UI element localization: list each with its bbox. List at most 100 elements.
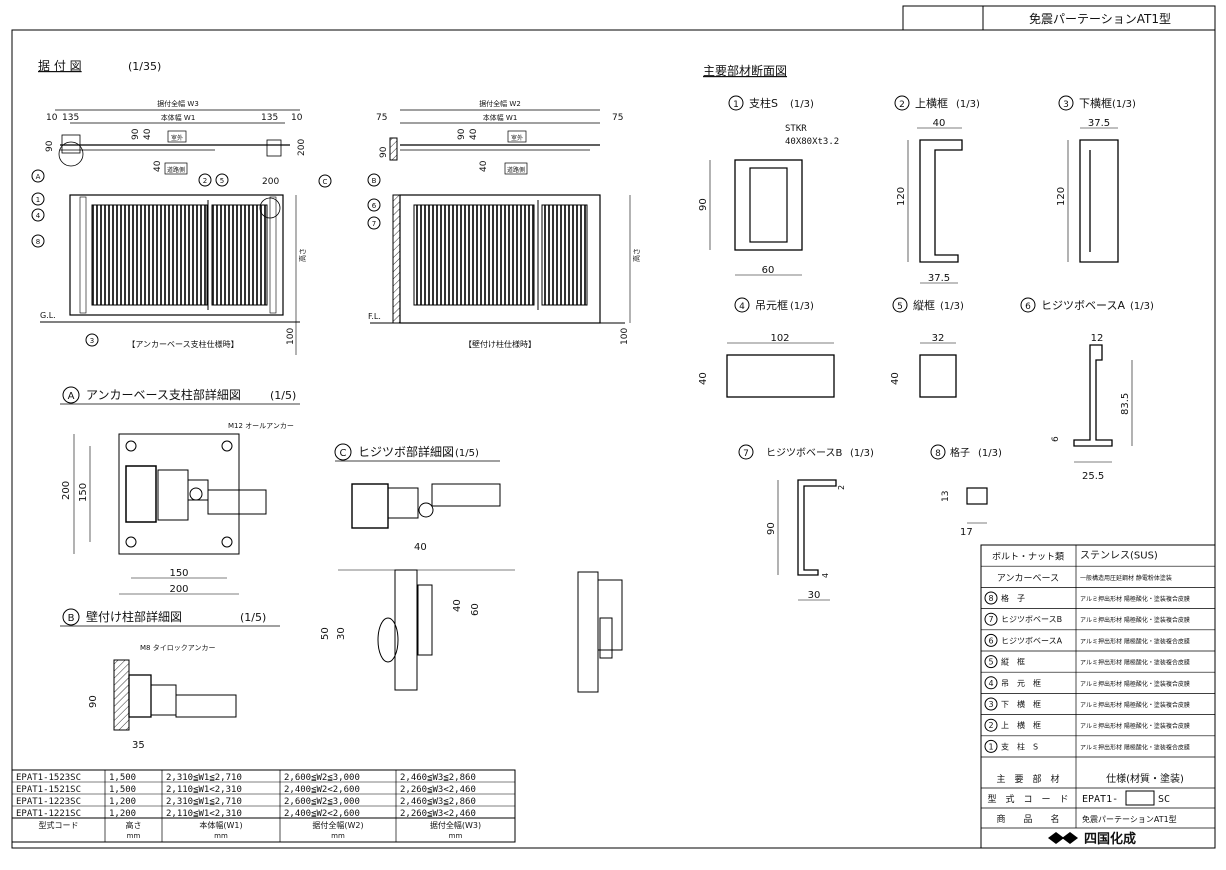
model-header: 据付全幅(W3) (430, 820, 481, 830)
svg-text:90: 90 (379, 146, 389, 158)
model-cell: EPAT1-1223SC (16, 797, 81, 807)
svg-text:2: 2 (203, 177, 207, 185)
svg-text:90: 90 (766, 522, 777, 535)
spec-part: ボルト・ナット類 (992, 552, 1064, 563)
svg-text:C: C (323, 178, 328, 186)
spec-value: 一般構造用圧延鋼材 静電粉体塗装 (1080, 574, 1172, 582)
svg-text:25.5: 25.5 (1082, 471, 1104, 482)
svg-text:90: 90 (131, 128, 141, 140)
svg-text:(1/35): (1/35) (128, 60, 161, 73)
model-cell: 1,500 (109, 785, 136, 795)
svg-text:135: 135 (62, 113, 79, 123)
svg-text:75: 75 (376, 113, 387, 123)
model-cell: 2,460≦W3≦2,860 (400, 773, 476, 783)
svg-text:4: 4 (36, 212, 41, 220)
svg-text:200: 200 (297, 139, 307, 156)
svg-text:2: 2 (837, 485, 846, 490)
spec-value: アルミ押出形材 陽極酸化・塗装複合皮膜 (1080, 595, 1190, 603)
svg-text:6: 6 (1025, 302, 1031, 312)
svg-text:60: 60 (762, 265, 775, 276)
spec-value: アルミ押出形材 陽極酸化・塗装複合皮膜 (1080, 680, 1190, 688)
svg-text:ヒジツボ部詳細図: ヒジツボ部詳細図 (358, 444, 454, 459)
svg-text:90: 90 (698, 198, 709, 211)
svg-text:(1/3): (1/3) (790, 301, 814, 312)
svg-text:3: 3 (90, 337, 94, 345)
svg-text:102: 102 (770, 333, 789, 344)
spec-value: アルミ押出形材 陽極酸化・塗装複合皮膜 (1080, 659, 1190, 667)
model-cell: 2,400≦W2<2,600 (284, 809, 360, 819)
detail-c: C ヒジツボ部詳細図 (1/5) 40 40 60 50 30 (320, 443, 623, 693)
section-drawings: 主要部材断面図 1 支柱S (1/3) STKR 40X80Xt3.2 90 6… (698, 63, 1154, 601)
svg-text:10: 10 (291, 113, 303, 123)
svg-text:室外: 室外 (171, 134, 183, 142)
svg-text:5: 5 (897, 302, 903, 312)
svg-text:A: A (68, 391, 75, 402)
svg-text:支柱S: 支柱S (749, 96, 778, 110)
svg-text:150: 150 (169, 568, 188, 579)
svg-text:型 式 コ ー ド: 型 式 コ ー ド (987, 793, 1068, 805)
svg-text:40X80Xt3.2: 40X80Xt3.2 (785, 137, 839, 147)
svg-text:M8 タイロックアンカー: M8 タイロックアンカー (140, 643, 215, 652)
svg-text:上横框: 上横框 (915, 96, 948, 110)
spec-part: 上 横 框 (1001, 720, 1041, 730)
svg-text:ヒジツボベースA: ヒジツボベースA (1041, 299, 1125, 312)
spec-value: アルミ押出形材 陽極酸化・塗装複合皮膜 (1080, 616, 1190, 624)
company-logo: 四国化成 (1048, 831, 1136, 847)
svg-text:2: 2 (988, 721, 993, 730)
svg-text:4: 4 (739, 302, 745, 312)
model-cell: 2,110≦W1<2,310 (166, 785, 242, 795)
svg-text:(1/5): (1/5) (455, 448, 479, 459)
spec-part: アンカーベース (997, 573, 1059, 584)
model-cell: 2,260≦W3<2,460 (400, 809, 476, 819)
spec-table: ボルト・ナット類 ステンレス(SUS) アンカーベース 一般構造用圧延鋼材 静電粉体塗… (980, 544, 1216, 849)
svg-text:60: 60 (470, 603, 481, 616)
svg-text:17: 17 (960, 527, 973, 538)
svg-text:1: 1 (36, 196, 40, 204)
svg-text:アンカーベース支柱部詳細図: アンカーベース支柱部詳細図 (86, 387, 241, 402)
spec-value: ステンレス(SUS) (1080, 551, 1158, 562)
svg-text:据付全幅 W2: 据付全幅 W2 (479, 99, 521, 108)
svg-text:12: 12 (1091, 333, 1104, 344)
svg-text:5: 5 (220, 177, 224, 185)
svg-text:mm: mm (127, 832, 141, 840)
sheet-border (11, 29, 1216, 849)
svg-text:壁付け柱部詳細図: 壁付け柱部詳細図 (86, 609, 182, 624)
svg-text:135: 135 (261, 113, 278, 123)
svg-text:7: 7 (372, 220, 376, 228)
svg-text:10: 10 (46, 113, 58, 123)
model-cell: EPAT1-1521SC (16, 785, 81, 795)
model-cell: 2,310≦W1≦2,710 (166, 773, 242, 783)
svg-text:mm: mm (331, 832, 345, 840)
svg-text:C: C (340, 448, 347, 459)
svg-text:40: 40 (698, 372, 709, 385)
svg-text:40: 40 (153, 160, 163, 172)
installation-drawing: 据 付 図 (1/35) 据付全幅 W3 本体幅 W1 10 135 135 1… (31, 59, 641, 355)
svg-text:90: 90 (45, 140, 55, 152)
model-cell: 2,600≦W2≦3,000 (284, 797, 360, 807)
model-cell: 1,200 (109, 809, 136, 819)
svg-text:40: 40 (933, 118, 946, 129)
spec-part: 吊 元 框 (1001, 678, 1041, 688)
model-cell: 2,310≦W1≦2,710 (166, 797, 242, 807)
svg-text:32: 32 (932, 333, 945, 344)
svg-text:高さ: 高さ (632, 248, 641, 262)
svg-text:4: 4 (821, 573, 830, 578)
model-cell: 1,500 (109, 773, 136, 783)
svg-text:120: 120 (896, 187, 907, 206)
svg-text:13: 13 (941, 491, 951, 502)
svg-text:室外: 室外 (511, 134, 523, 142)
svg-text:8: 8 (988, 594, 993, 603)
title-tab (902, 5, 1216, 31)
svg-text:40: 40 (414, 542, 427, 553)
svg-text:35: 35 (132, 740, 145, 751)
svg-text:40: 40 (479, 160, 489, 172)
svg-text:6: 6 (1051, 436, 1061, 442)
svg-text:mm: mm (214, 832, 228, 840)
svg-text:40: 40 (143, 128, 153, 140)
svg-text:ヒジツボベースB: ヒジツボベースB (766, 447, 842, 459)
svg-text:主 要 部 材: 主 要 部 材 (996, 773, 1059, 785)
svg-text:200: 200 (61, 481, 72, 500)
model-cell: EPAT1-1221SC (16, 809, 81, 819)
svg-text:A: A (36, 173, 41, 181)
spec-part: 下 横 框 (1001, 699, 1041, 709)
